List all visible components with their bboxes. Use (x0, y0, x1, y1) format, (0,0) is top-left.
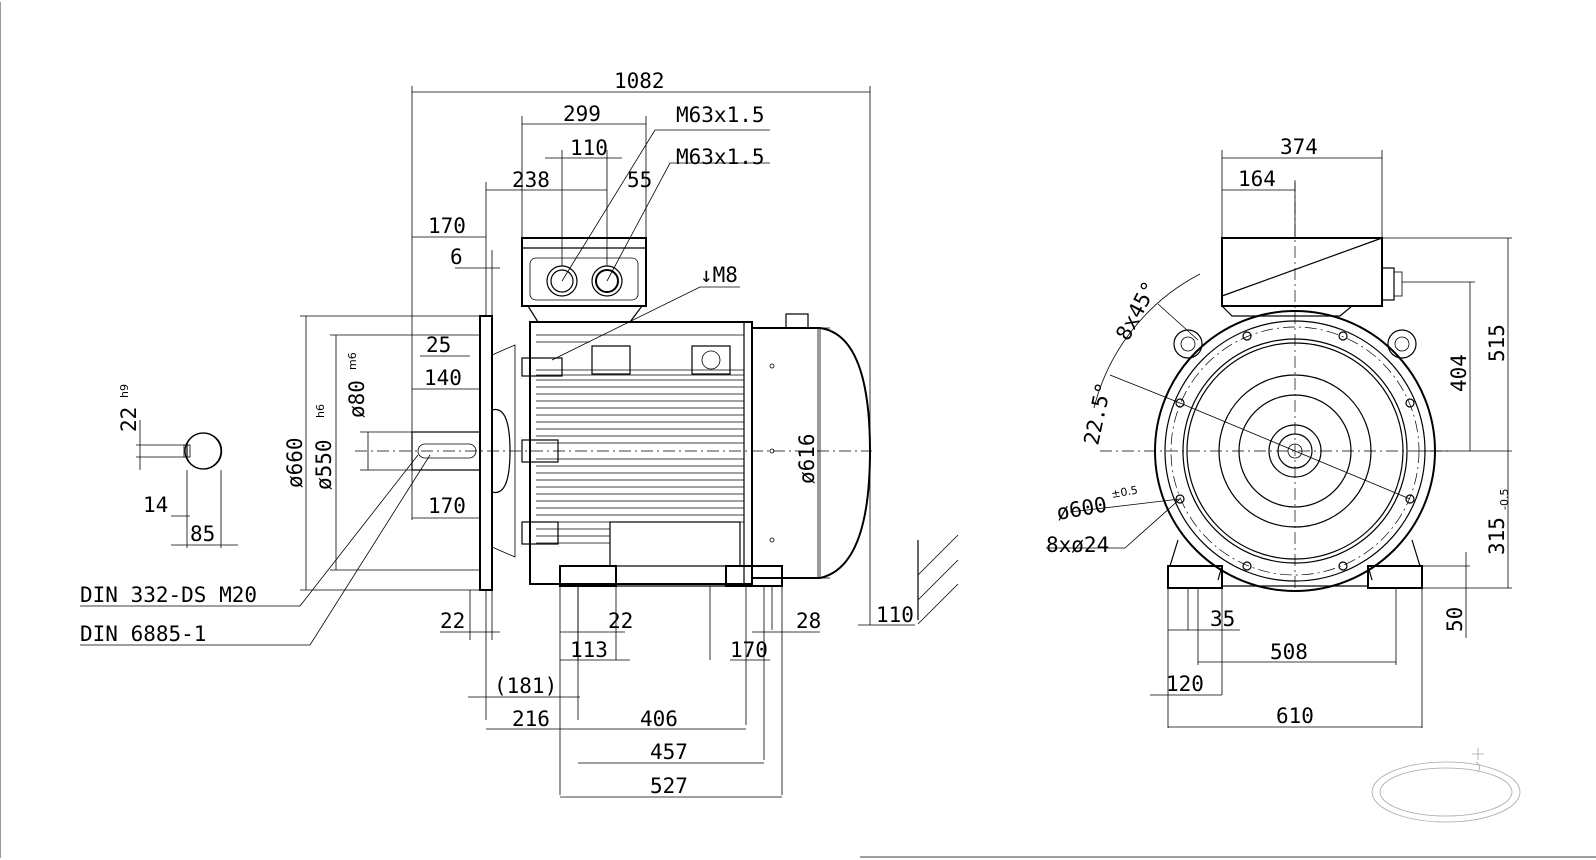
flange-thickness-label: 22 (440, 609, 465, 633)
key-width-tol-label: h9 (118, 384, 131, 398)
total-height-label: 515 (1485, 324, 1509, 362)
box-offset-label: 238 (512, 168, 550, 192)
company-logo (1371, 748, 1521, 823)
foot-offset-label: 113 (570, 638, 608, 662)
foot-hole-pitch-label: 508 (1270, 640, 1308, 664)
overall-length-label: 1082 (614, 69, 665, 93)
bolt-holes (1175, 331, 1415, 571)
flange-offset-label: 25 (426, 333, 451, 357)
foot-width-2-label: 28 (796, 609, 821, 633)
gland-2-label: M63x1.5 (676, 145, 765, 169)
foot-width-1-label: 22 (608, 609, 633, 633)
key-depth-label: 14 (143, 493, 168, 517)
earth-thread-label: ↓M8 (700, 263, 738, 287)
foot-pitch-label: 170 (730, 638, 768, 662)
gland-offset-label: 55 (627, 168, 652, 192)
box-width-label: 374 (1280, 135, 1318, 159)
axis-height-label: 404 (1447, 354, 1471, 392)
key-length-label: 140 (424, 366, 462, 390)
box-offset-label: 164 (1238, 167, 1276, 191)
bolt-angle-label: 8x45° (1111, 277, 1162, 344)
spigot-label: 6 (450, 245, 463, 269)
dim-527-label: 527 (650, 774, 688, 798)
gland-1-label: M63x1.5 (676, 103, 765, 127)
side-view: 1082 299 110 238 55 M63x1.5 M63x1.5 170 … (80, 69, 959, 798)
standard-2-label: DIN 6885-1 (80, 622, 206, 646)
foot-height-label: 50 (1443, 607, 1467, 632)
shaft-center-tol-label: -0.5 (1498, 489, 1511, 510)
cooling-fins (536, 334, 744, 544)
ref-181-label: (181) (494, 674, 557, 698)
foot-width-label: 120 (1166, 672, 1204, 696)
end-view: 374 164 515 404 8x45° 22.5° ø600 ±0.5 8x… (1046, 135, 1512, 728)
dim-216-label: 216 (512, 707, 550, 731)
base-width-label: 610 (1276, 704, 1314, 728)
frame-dia-label: ø616 (795, 433, 819, 484)
shaft-length-2-label: 170 (428, 494, 466, 518)
bolt-start-angle-label: 22.5° (1079, 380, 1116, 447)
shaft-dia-label: ø80 (345, 380, 369, 418)
standard-1-label: DIN 332-DS M20 (80, 583, 257, 607)
bolt-circle-label: ø600 (1055, 493, 1109, 525)
key-section-view: 22 h9 14 85 (117, 384, 238, 548)
shaft-length-label: 170 (428, 214, 466, 238)
spigot-dia-label: ø550 (312, 439, 336, 490)
ground-offset-label: 110 (876, 603, 914, 627)
shaft-center-height-label: 315 (1485, 517, 1509, 555)
spigot-dia-tol-label: h6 (314, 404, 327, 418)
flange-dia-label: ø660 (283, 437, 307, 488)
bolt-circle-tol-label: ±0.5 (1110, 484, 1139, 501)
foot-hole-dim-label: 35 (1210, 607, 1235, 631)
shaft-height-label: 85 (190, 522, 215, 546)
terminal-box-length-label: 299 (563, 102, 601, 126)
bolt-holes-label: 8xø24 (1046, 533, 1109, 557)
dim-406-label: 406 (640, 707, 678, 731)
gland-spacing-label: 110 (570, 136, 608, 160)
shaft-dia-tol-label: m6 (346, 352, 359, 370)
dim-457-label: 457 (650, 740, 688, 764)
key-width-label: 22 (117, 407, 141, 432)
